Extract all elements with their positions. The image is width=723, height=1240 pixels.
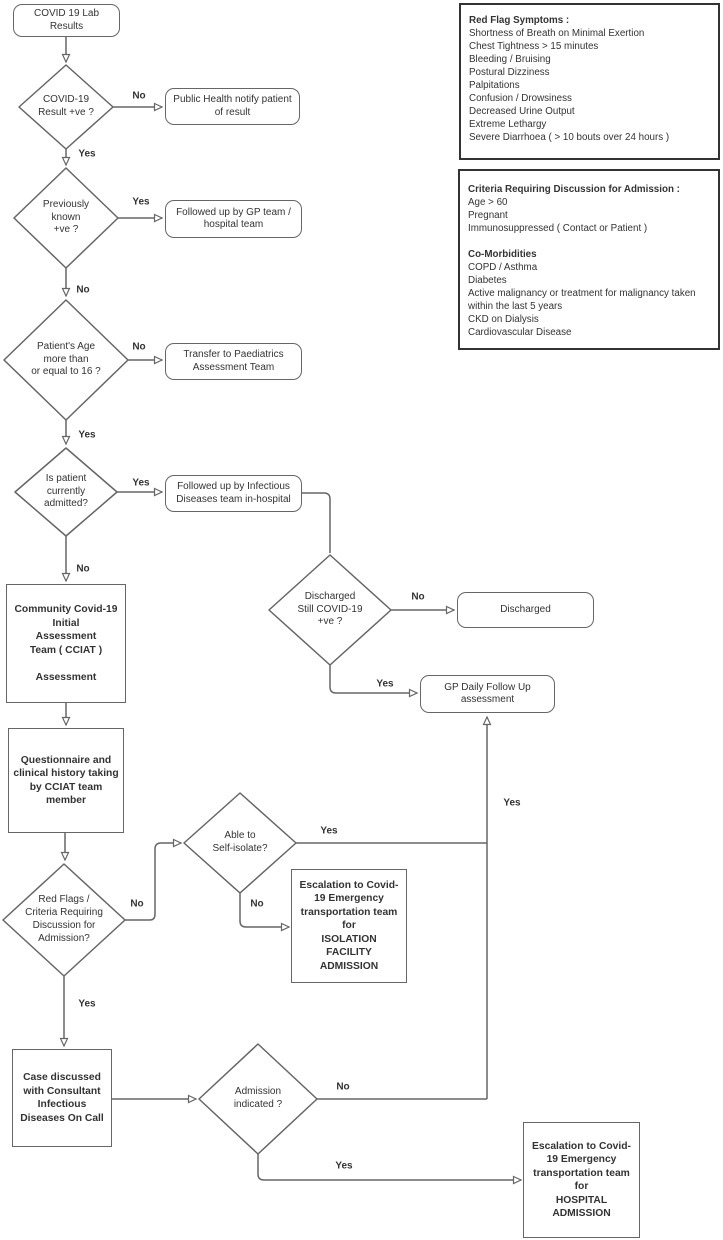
label-result-no: No (132, 90, 146, 102)
edge-isolate-no (239, 893, 291, 932)
label-discharged-no: No (411, 591, 425, 603)
label-isolate-yes: Yes (320, 825, 338, 837)
label-admitted-no: No (76, 563, 90, 575)
label-redflags-yes: Yes (78, 998, 96, 1010)
decision-covid-result-shape (18, 64, 114, 150)
label-known-no: No (76, 284, 90, 296)
edge-admission-yes (257, 1154, 523, 1185)
admission-criteria-title: Criteria Requiring Discussion for Admiss… (468, 184, 680, 195)
label-age-no: No (132, 341, 146, 353)
red-flag-symptoms-panel: Red Flag Symptoms : Shortness of Breath … (459, 3, 720, 160)
label-admission-yes: Yes (335, 1160, 353, 1172)
decision-patient-age-shape (3, 299, 129, 421)
edge-discharged-yes (329, 665, 419, 698)
label-admission-no: No (336, 1081, 350, 1093)
label-merge-yes: Yes (503, 797, 521, 809)
edge-redflags-no (125, 838, 183, 921)
red-flag-symptoms-title: Red Flag Symptoms : (469, 15, 570, 26)
panel-spacer (468, 235, 714, 248)
decision-previously-known-shape (13, 167, 119, 269)
label-isolate-no: No (250, 898, 264, 910)
co-morbidities-subtitle: Co-Morbidities (468, 249, 537, 260)
label-age-yes: Yes (78, 429, 96, 441)
decision-currently-admitted-shape (14, 447, 118, 537)
label-result-yes: Yes (78, 148, 96, 160)
label-known-yes: Yes (132, 196, 150, 208)
decision-able-to-self-isolate-shape (183, 792, 297, 894)
label-discharged-yes: Yes (376, 678, 394, 690)
label-admitted-yes: Yes (132, 477, 150, 489)
edge-infectious-to-discharged-check (302, 492, 331, 553)
discharged-node: Discharged (457, 592, 594, 628)
decision-admission-indicated-shape (198, 1043, 318, 1155)
decision-discharged-positive-shape (268, 554, 392, 666)
admission-criteria-panel: Criteria Requiring Discussion for Admiss… (458, 169, 720, 350)
gp-team-followup-node: Followed up by GP team /hospital team (165, 200, 302, 238)
label-redflags-no: No (130, 898, 144, 910)
decision-redflags-criteria-shape (2, 863, 126, 977)
